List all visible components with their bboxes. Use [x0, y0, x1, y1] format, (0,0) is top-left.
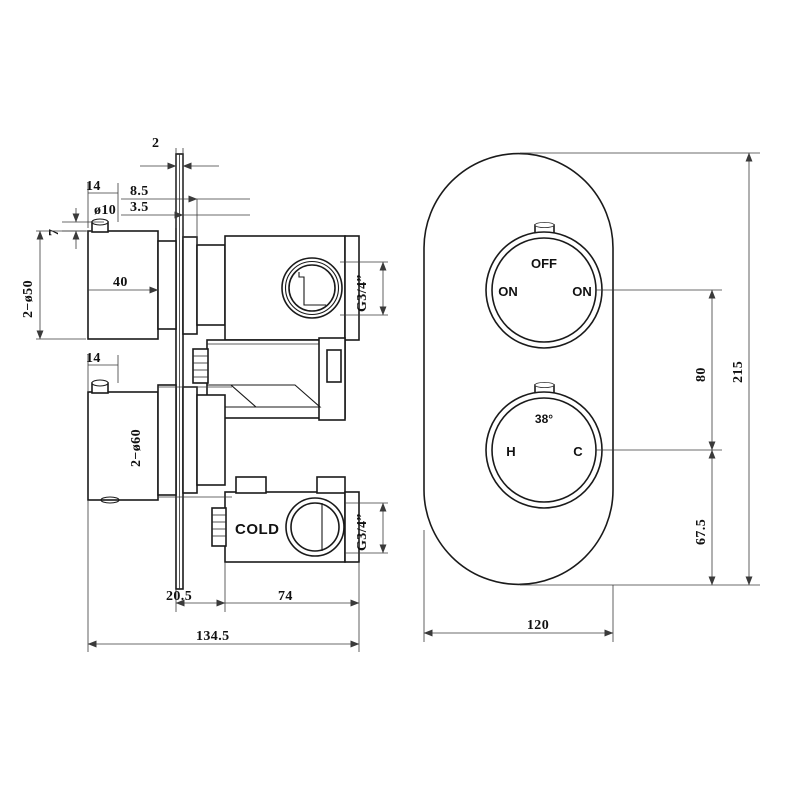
dim-inlet-bottom: G3/4” [345, 502, 388, 554]
lower-knob[interactable]: 38° H C [485, 381, 603, 509]
dim-bore-top: 2−ø50 [21, 230, 86, 340]
lower-knob-outer-ring [485, 391, 603, 509]
dim-depth-behind: 20.5 [166, 562, 226, 612]
middle-mechanism [192, 337, 346, 421]
upper-knob[interactable]: OFF ON ON [485, 221, 603, 349]
dim-35-label: 3.5 [130, 200, 149, 215]
top-inlet-port [281, 257, 343, 319]
lower-knob-hot-label: H [506, 444, 515, 459]
dim-inlet-top: G3/4” [340, 261, 388, 316]
dim-boss-dia-top: ø10 [94, 203, 116, 218]
dim-boss-width-top: 14 [86, 179, 119, 228]
dim-1345-label: 134.5 [196, 629, 230, 644]
dim-74-label: 74 [278, 589, 293, 604]
front-view: OFF ON ON 38° H C [423, 152, 760, 642]
bottom-inlet-port [285, 497, 345, 557]
dim-40-label: 40 [113, 275, 128, 290]
dim-120-label: 120 [527, 618, 549, 633]
upper-knob-on-left-label: ON [498, 284, 518, 299]
dim-g34-bottom-label: G3/4” [355, 513, 370, 551]
dim-7-label: 7 [47, 229, 62, 236]
dim-2d60-label: 2−ø60 [129, 429, 144, 467]
side-section-view: COLD 2 8.5 3 [21, 136, 388, 652]
lower-knob-temp-label: 38° [535, 412, 553, 426]
dim-205-label: 20.5 [166, 589, 192, 604]
dim-boss-width-bottom: 14 [86, 351, 119, 392]
dim-lower-knob-offset: 67.5 [694, 449, 716, 586]
dim-675-label: 67.5 [694, 519, 709, 545]
dim-85-label: 8.5 [130, 184, 149, 199]
dim-knob-spacing: 80 [595, 289, 722, 451]
dim-body-width-top: 40 [88, 275, 159, 294]
dim-80-label: 80 [694, 367, 709, 382]
dim-2-label: 2 [152, 136, 159, 151]
wall-plate [175, 153, 184, 590]
dim-14-top-label: 14 [86, 179, 101, 194]
upper-knob-off-label: OFF [531, 256, 557, 271]
dim-g34-top-label: G3/4” [355, 274, 370, 312]
upper-knob-on-right-label: ON [572, 284, 592, 299]
dim-depth-front: 74 [225, 562, 360, 612]
top-valve-body [87, 218, 360, 341]
dim-plate-height: 215 [520, 152, 760, 586]
dim-14-bottom-label: 14 [86, 351, 101, 366]
dim-plate-width: 120 [423, 530, 614, 642]
lower-knob-cold-label: C [573, 444, 583, 459]
dim-offset-85: 8.5 [121, 184, 250, 245]
face-plate-outline [423, 152, 614, 586]
dim-215-label: 215 [731, 361, 746, 383]
dim-offset-35: 3.5 [121, 200, 250, 240]
dim-d10-label: ø10 [94, 203, 116, 218]
dim-2d50-label: 2−ø50 [21, 280, 36, 318]
dim-bore-bottom: 2−ø60 [129, 386, 232, 498]
dim-total-depth: 134.5 [87, 500, 360, 652]
cold-label: COLD [235, 521, 280, 538]
